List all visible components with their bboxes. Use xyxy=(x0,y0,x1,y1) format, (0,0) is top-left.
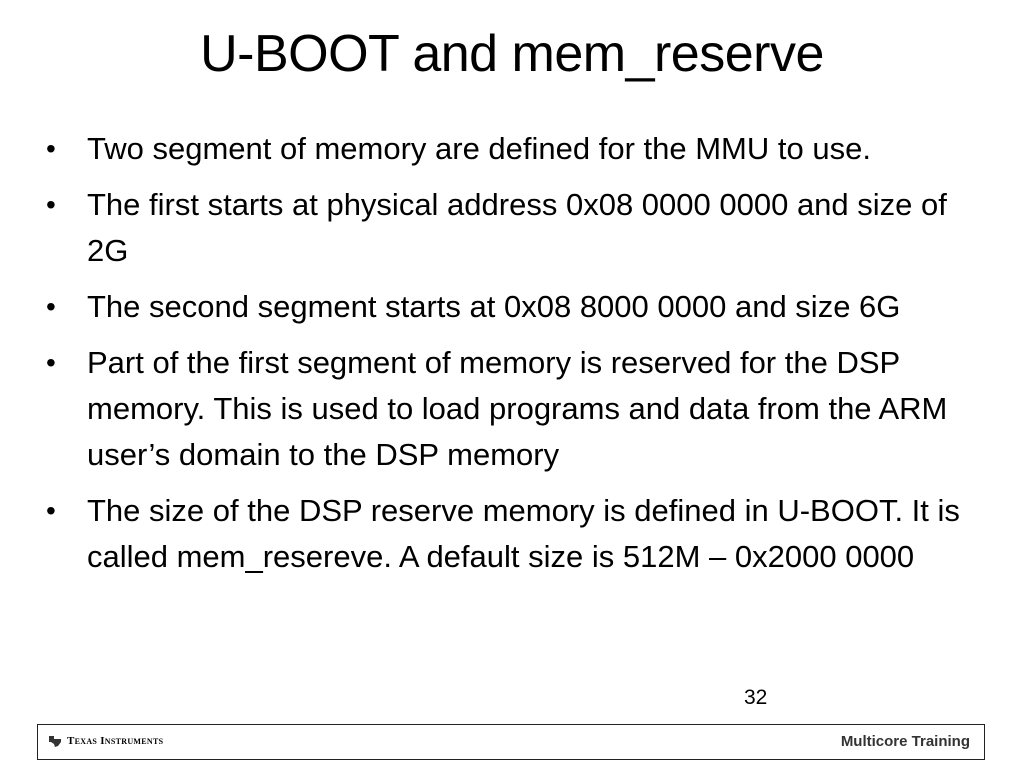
bullet-text: The first starts at physical address 0x0… xyxy=(87,187,947,268)
footer-label: Multicore Training xyxy=(840,733,970,750)
bullet-dot: • xyxy=(46,291,56,322)
bullet-text: Two segment of memory are defined for th… xyxy=(87,131,871,166)
page-number: 32 xyxy=(744,686,768,709)
bullet-item: • Two segment of memory are defined for … xyxy=(40,126,970,172)
bullet-item: • The first starts at physical address 0… xyxy=(40,182,970,274)
bullet-text: Part of the first segment of memory is r… xyxy=(87,345,948,472)
texas-state-icon xyxy=(48,734,62,748)
bullet-item: • Part of the first segment of memory is… xyxy=(40,340,970,478)
bullet-text: The size of the DSP reserve memory is de… xyxy=(87,493,960,574)
bullet-text: The second segment starts at 0x08 8000 0… xyxy=(87,289,901,324)
bullet-dot: • xyxy=(46,133,56,164)
footer-bar: Texas Instruments Multicore Training xyxy=(37,724,985,760)
bullet-dot: • xyxy=(46,495,56,526)
bullet-list: • Two segment of memory are defined for … xyxy=(40,126,970,590)
slide-title: U-BOOT and mem_reserve xyxy=(200,25,824,83)
bullet-item: • The size of the DSP reserve memory is … xyxy=(40,488,970,580)
bullet-item: • The second segment starts at 0x08 8000… xyxy=(40,284,970,330)
bullet-dot: • xyxy=(46,347,56,378)
bullet-dot: • xyxy=(46,189,56,220)
ti-logo: Texas Instruments xyxy=(48,734,163,748)
company-name: Texas Instruments xyxy=(67,735,164,747)
